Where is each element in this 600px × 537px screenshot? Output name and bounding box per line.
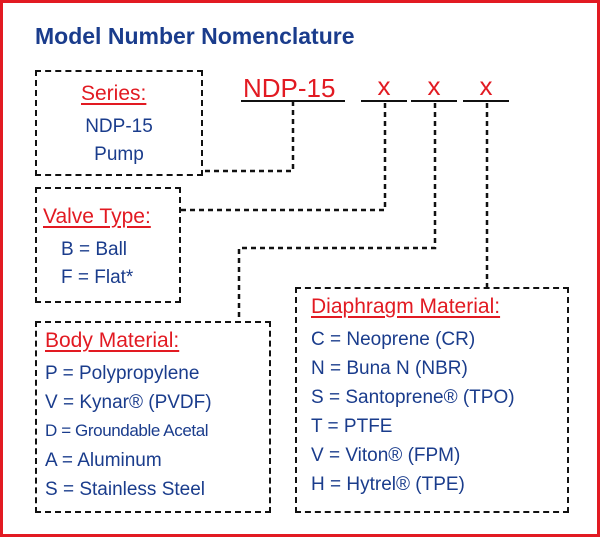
series-line: Pump	[94, 144, 144, 165]
body-material-option: A = Aluminum	[45, 450, 162, 471]
valve-type-option: F = Flat*	[61, 267, 134, 288]
diaphragm-placeholder-underline	[463, 100, 509, 102]
body-placeholder-underline	[411, 100, 457, 102]
model-code-body-placeholder: x	[427, 71, 441, 101]
valve-type-heading: Valve Type:	[43, 205, 151, 228]
body-material-option: S = Stainless Steel	[45, 479, 206, 500]
diaphragm-material-option: N = Buna N (NBR)	[311, 358, 468, 379]
body-material-box: Body Material: P = Polypropylene V = Kyn…	[35, 321, 271, 513]
diaphragm-material-option: H = Hytrel® (TPE)	[311, 474, 465, 495]
model-base-underline	[241, 100, 345, 102]
connector-lines	[181, 101, 489, 321]
connector-series	[203, 101, 295, 173]
model-code-diaphragm-placeholder: x	[479, 71, 493, 101]
valve-placeholder-underline	[361, 100, 407, 102]
valve-type-box: Valve Type: B = Ball F = Flat*	[35, 187, 181, 303]
diaphragm-material-option: V = Viton® (FPM)	[311, 445, 461, 466]
series-box: Series: NDP-15 Pump	[35, 70, 203, 176]
body-material-option: P = Polypropylene	[45, 363, 200, 384]
diaphragm-material-option: T = PTFE	[311, 416, 393, 437]
page-title: Model Number Nomenclature	[35, 23, 355, 49]
diaphragm-material-box: Diaphragm Material: C = Neoprene (CR) N …	[295, 287, 569, 513]
series-line: NDP-15	[85, 116, 153, 137]
valve-type-option: B = Ball	[61, 239, 128, 260]
diaphragm-material-heading: Diaphragm Material:	[311, 295, 501, 318]
body-material-heading: Body Material:	[45, 329, 180, 352]
body-material-option: D = Groundable Acetal	[45, 421, 209, 440]
model-code-base: NDP-15	[243, 73, 336, 103]
diaphragm-material-option: S = Santoprene® (TPO)	[311, 387, 515, 408]
body-material-option: V = Kynar® (PVDF)	[45, 392, 212, 413]
connector-valve-type	[181, 103, 387, 212]
connector-body-material	[237, 103, 437, 321]
model-code-valve-placeholder: x	[377, 71, 391, 101]
diaphragm-material-option: C = Neoprene (CR)	[311, 329, 476, 350]
series-heading: Series:	[81, 82, 147, 105]
